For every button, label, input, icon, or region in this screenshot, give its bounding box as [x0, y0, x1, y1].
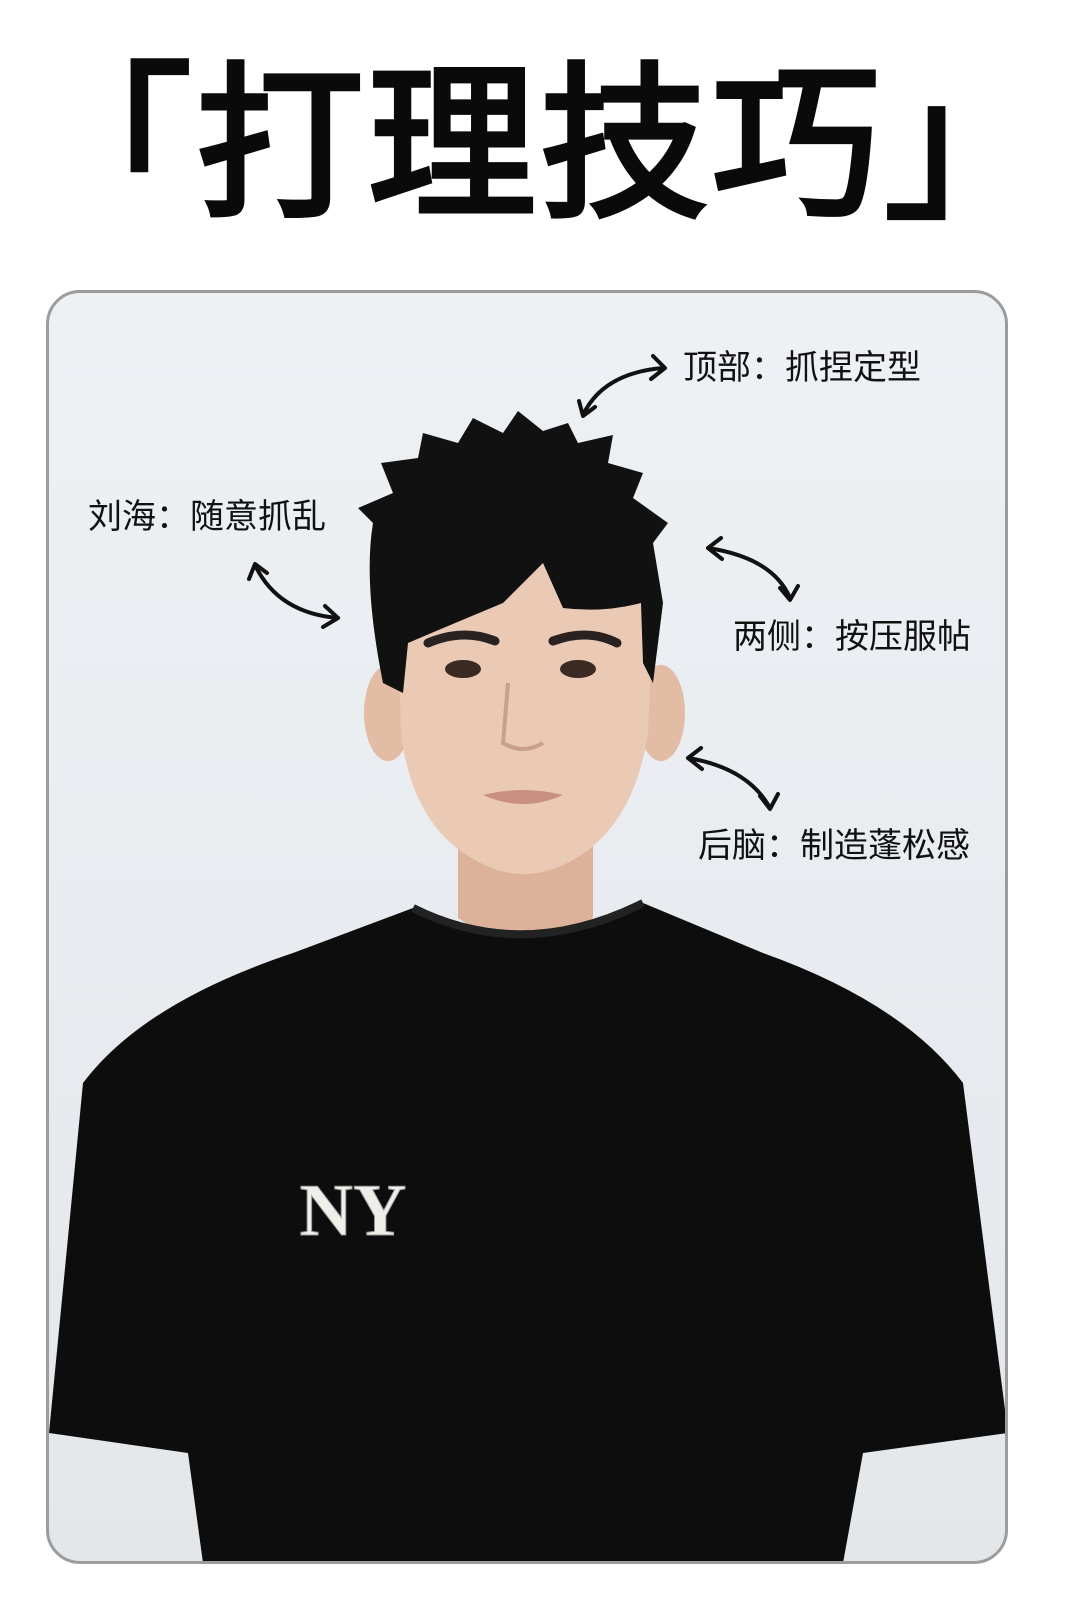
arrow-back-icon — [686, 746, 780, 811]
hair — [358, 411, 668, 693]
annotation-back: 后脑：制造蓬松感 — [698, 826, 970, 866]
portrait-illustration: NY — [49, 354, 1005, 1561]
arrow-bangs-icon — [247, 562, 340, 629]
shirt-logo: NY — [300, 1170, 407, 1252]
photo-frame: NY — [46, 290, 1008, 1564]
arrow-sides-icon — [706, 536, 800, 602]
t-shirt — [49, 903, 1005, 1561]
page-title: 「打理技巧」 — [24, 47, 1056, 243]
annotation-bangs: 刘海：随意抓乱 — [88, 497, 326, 537]
annotation-sides: 两侧：按压服帖 — [733, 617, 971, 657]
annotation-top: 顶部：抓捏定型 — [683, 348, 921, 388]
arrow-top-icon — [577, 354, 667, 418]
